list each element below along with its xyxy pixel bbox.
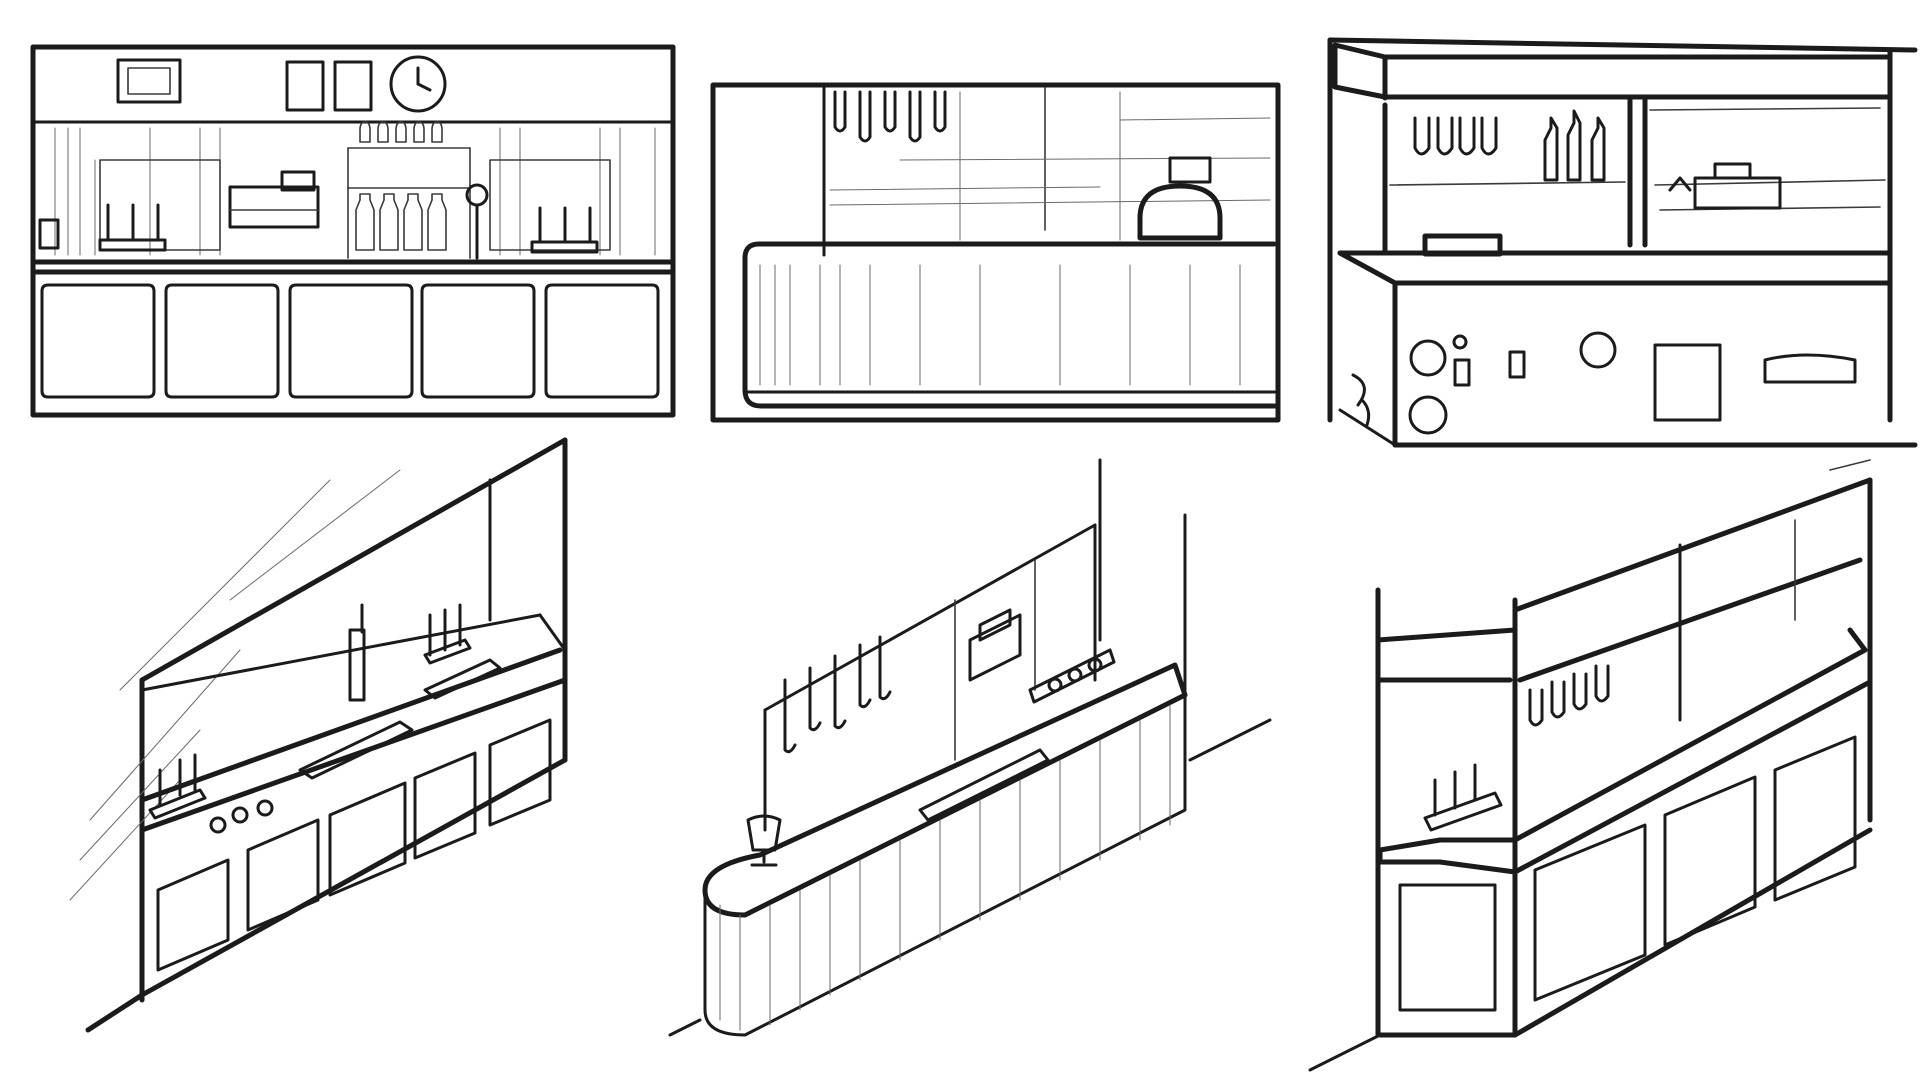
hanging-glasses-icon [1528,664,1610,727]
beer-taps-icon [1028,648,1116,704]
sketch-bar-front-fluted [710,82,1281,423]
cash-register-icon [968,608,1022,682]
sink-icon [423,658,502,700]
sketch-bar-perspective-fluted [668,458,1272,1037]
beer-tap-icon [348,603,366,702]
beer-taps-icon [98,183,599,260]
beer-taps-icon [1423,763,1503,832]
hanging-glasses-icon [833,90,947,143]
sketch-bar-front-shelving [1327,37,1918,448]
cabinet-panels [40,283,660,399]
cash-register-icon [1668,162,1782,210]
beer-taps-icon [148,603,472,834]
hanging-glasses-icon [1413,116,1498,156]
sketch-bar-front-paneled [30,44,676,418]
picture-frames-icon [285,60,373,112]
cash-register-icon [228,170,320,229]
sketch-bar-perspective-corner [1308,459,1873,1072]
sink-icon [918,748,1050,822]
glass-icon [746,814,782,867]
bottles-icon [1543,109,1606,182]
cabinet-panels [1398,735,1857,1012]
cash-register-icon [1137,156,1223,241]
control-knobs-icon [1351,331,1857,435]
hanging-tools-icon [783,635,892,754]
lamp-icon [38,218,60,250]
sketch-bar-perspective-paneled [69,437,568,1033]
wall-clock-icon [389,55,447,113]
bottle-shelf [347,121,471,259]
picture-frame-icon [116,58,182,104]
sink-icon [298,720,414,780]
